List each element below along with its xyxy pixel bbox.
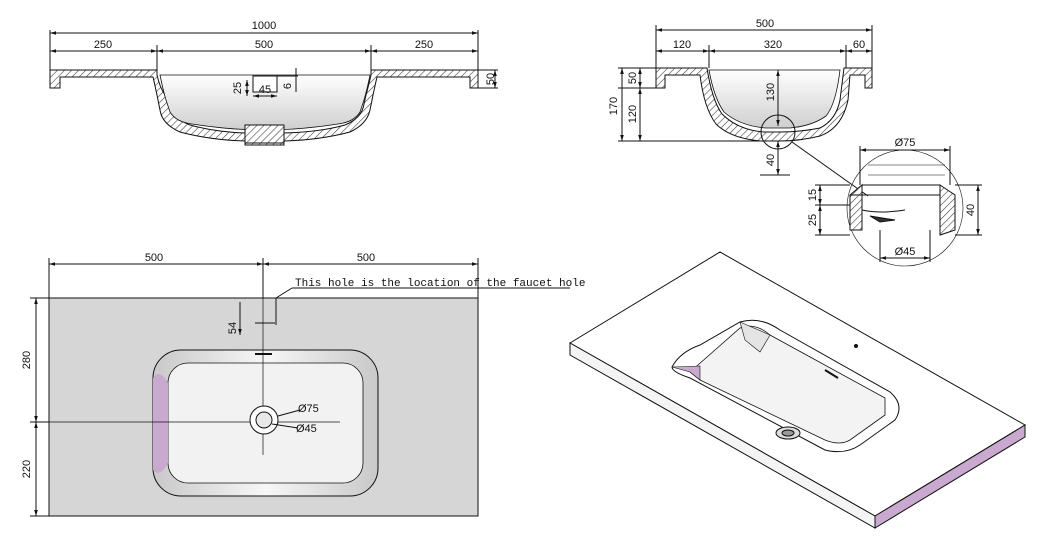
top-view-labels: 500 500 280 220 54 This hole is the loca… [21,252,585,478]
top-drain-inner: Ø45 [296,423,317,435]
front-right-dim: 250 [415,39,433,51]
front-hole-depth-dim: 25 [232,82,244,94]
detail-upper-dim: 15 [807,189,819,201]
top-lower-dim: 220 [21,460,33,478]
faucet-hole-note: This hole is the location of the faucet … [295,278,585,290]
side-total-height-dim: 170 [608,97,620,115]
top-right-dim: 500 [357,252,375,264]
isometric-view [569,251,1026,529]
front-height-dim: 50 [485,73,497,85]
side-section-view [618,25,873,197]
front-center-dim: 500 [255,39,273,51]
front-section-view [49,30,498,146]
side-right-dim: 60 [853,39,865,51]
front-hole-offset-dim: 6 [282,83,294,89]
detail-height-dim: 40 [965,204,977,216]
side-overall-dim: 500 [756,18,774,30]
front-view-labels: 1000 250 500 250 50 45 25 6 [94,20,497,96]
detail-lower-dim: 25 [807,214,819,226]
top-plan-view [30,258,570,517]
front-left-dim: 250 [94,39,112,51]
detail-view-labels: Ø75 Ø45 40 15 25 [807,137,977,258]
detail-bottom-diameter: Ø45 [895,246,916,258]
side-view-labels: 500 120 320 60 170 50 120 130 40 [608,18,865,166]
top-drain-outer: Ø75 [298,403,319,415]
side-bowl-inner-dim: 130 [765,83,777,101]
front-overall-dim: 1000 [252,20,276,32]
top-upper-dim: 280 [21,351,33,369]
side-center-dim: 320 [764,39,782,51]
top-left-dim: 500 [145,252,163,264]
side-bowl-dim: 120 [627,105,639,123]
top-faucet-offset-dim: 54 [227,322,239,334]
detail-top-diameter: Ø75 [895,137,916,149]
side-drain-depth-dim: 40 [765,154,777,166]
drain-detail-view [815,146,982,267]
side-top-dim: 50 [627,72,639,84]
front-hole-width-dim: 45 [259,84,271,96]
side-left-dim: 120 [673,39,691,51]
